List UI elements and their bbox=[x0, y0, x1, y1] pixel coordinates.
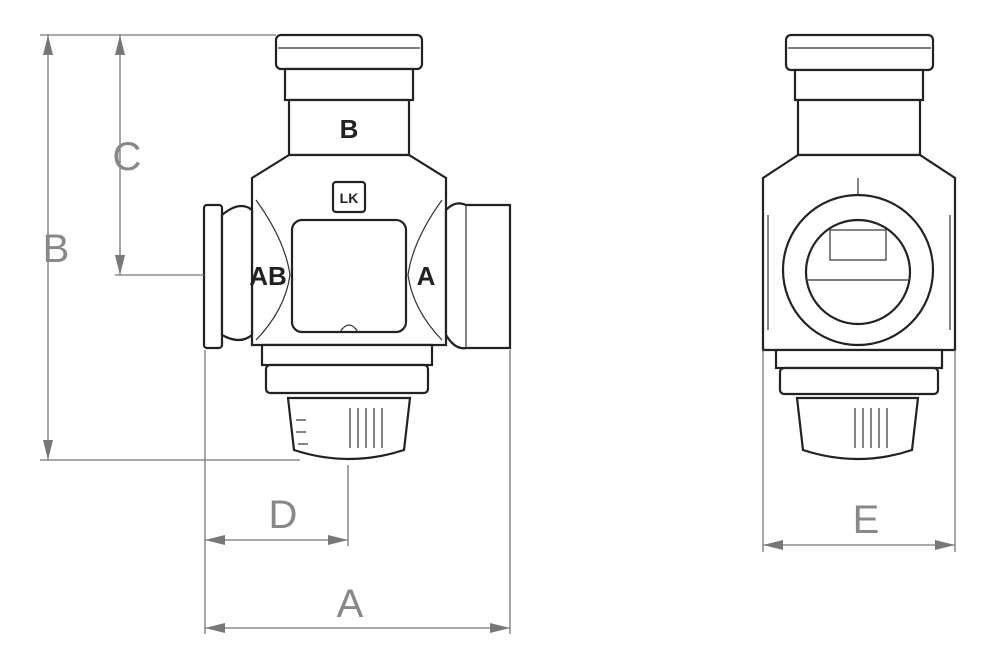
knob-ribs bbox=[296, 408, 383, 448]
top-cap bbox=[274, 33, 424, 71]
port-label-top: B bbox=[340, 114, 359, 144]
side-view bbox=[761, 33, 957, 461]
port-label-right: A bbox=[417, 261, 436, 291]
dimension-label-b: B bbox=[43, 227, 70, 271]
bottom-collar bbox=[264, 363, 430, 395]
adjustment-knob bbox=[286, 396, 412, 461]
port-label-left: AB bbox=[249, 261, 287, 291]
side-top-cap bbox=[784, 33, 935, 72]
left-flange bbox=[202, 203, 224, 350]
side-knob bbox=[795, 396, 920, 461]
dimension-lines bbox=[40, 34, 956, 634]
center-window bbox=[290, 218, 408, 334]
dimension-label-d: D bbox=[269, 493, 298, 537]
dimension-label-e: E bbox=[853, 498, 880, 542]
side-port-inner bbox=[804, 218, 912, 326]
front-view: LK B AB A bbox=[202, 33, 512, 461]
dimension-label-c: C bbox=[113, 135, 142, 179]
right-port bbox=[444, 202, 512, 350]
dimension-label-a: A bbox=[337, 582, 364, 626]
logo-badge bbox=[331, 180, 367, 214]
top-neck bbox=[283, 67, 415, 102]
left-port bbox=[220, 204, 254, 342]
bottom-ring bbox=[260, 343, 434, 367]
logo-text: LK bbox=[340, 190, 359, 206]
